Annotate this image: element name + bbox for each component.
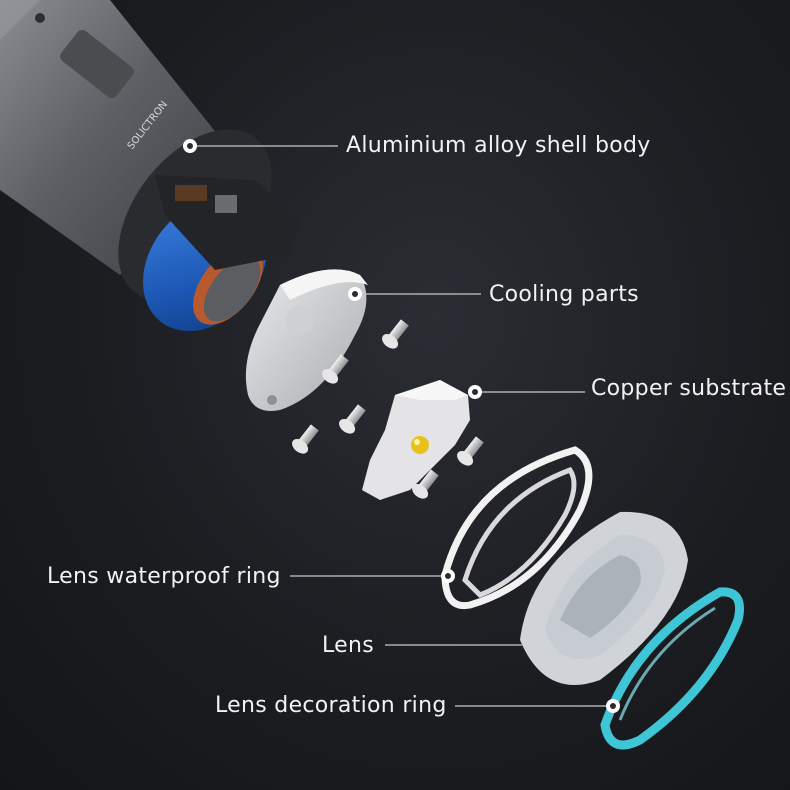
decoration-ring: [600, 587, 744, 750]
label-lens-decoration-ring: Lens decoration ring: [215, 693, 447, 718]
callout-dot-waterproof: [441, 569, 455, 583]
label-cooling-parts: Cooling parts: [489, 282, 639, 307]
circuit-board: [155, 175, 300, 270]
lens: [520, 511, 688, 685]
waterproof-ring: [441, 446, 593, 610]
copper-substrate: [362, 380, 470, 500]
label-lens-waterproof-ring: Lens waterproof ring: [47, 564, 281, 589]
label-shell-body: Aluminium alloy shell body: [346, 133, 651, 158]
label-lens: Lens: [322, 633, 375, 658]
screws: [292, 319, 484, 499]
callout-dot-copper: [468, 385, 482, 399]
callout-dot-decoration: [606, 699, 620, 713]
callout-dot-shell: [183, 139, 197, 153]
label-copper-substrate: Copper substrate: [591, 376, 787, 401]
callout-dot-cooling: [348, 287, 362, 301]
leader-lines: [196, 145, 610, 707]
